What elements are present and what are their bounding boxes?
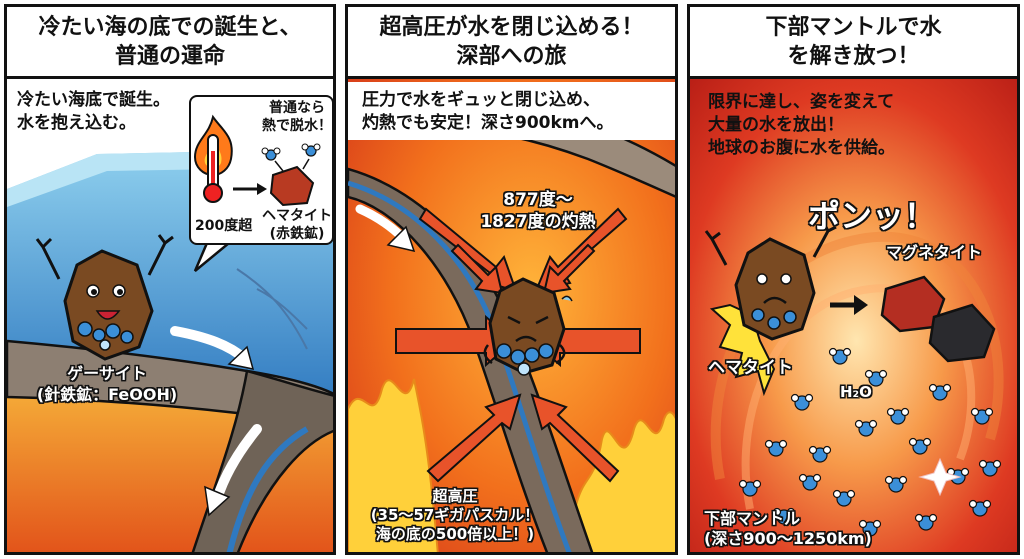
lower-mantle-label-line-1: 下部マントル [704,509,801,528]
squeezed-goethite-character [483,277,573,376]
hematite-label-line-1: ヘマタイト [262,208,332,224]
water-molecule-icon [968,499,992,517]
sink-arrow-1-head [227,345,255,370]
panel-2-title-line-2: 深部への旅 [456,43,567,69]
hematite-label-line-2: (赤鉄鉱) [269,226,325,242]
panel-2-caption-box [348,82,675,140]
pressure-label: 超高圧 (35～57ギガパスカル！ 海の底の500倍以上！) [350,487,560,544]
water-molecule-icon [808,445,832,463]
pressure-label-line-3: 海の底の500倍以上！) [375,525,535,543]
water-formula-label: H₂O [840,383,872,401]
mantle-descent-scene [348,79,675,552]
panel-2-caption-line-1: 圧力で水をギュッと閉じ込め、 [362,90,600,110]
water-molecule-icon [772,507,796,525]
lower-mantle-label: 下部マントル (深さ900～1250km) [704,509,872,549]
panel-3-caption-line-2: 大量の水を放出！ [708,115,844,135]
hematite-result-label: ヘマタイト [708,358,793,378]
panel-2-title-line-1: 超高圧が水を閉じ込める！ [379,14,644,40]
thermometer-icon [203,134,223,203]
panel-2-caption: 圧力で水をギュッと閉じ込め、 灼熱でも安定！深さ900kmへ。 [362,89,614,135]
water-molecule-icon [978,459,1002,477]
goethite-label-line-1: ゲーサイト [67,364,147,383]
water-molecule-icon [790,393,814,411]
panel-1-caption: 冷たい海底で誕生。 水を抱え込む。 [17,89,170,135]
panel-1-title-line-2: 普通の運命 [114,43,225,69]
sink-arrow-2-head [204,485,231,517]
temperature-label: 877度～ 1827度の灼熱 [458,189,618,233]
flames-right [567,411,675,552]
bubble-text-line-1: 普通なら [269,100,325,116]
panel-3-caption-line-3: 地球のお腹に水を供給。 [708,138,895,158]
temperature-label-line-2: 1827度の灼熱 [480,212,596,232]
dehydration-diagram [193,114,321,207]
water-molecule-icon [854,419,878,437]
water-molecules [738,347,1002,537]
goethite-character [35,234,174,361]
sparkle-icon [918,457,962,497]
pressure-label-line-2: (35～57ギガパスカル！ [370,506,540,524]
temperature-label-line-1: 877度～ [503,190,573,210]
sink-arrow-2 [212,424,262,504]
swirl-1 [710,231,1004,480]
pop-sound-effect: ポンッ！ [808,197,937,235]
water-molecule-icon [261,143,321,172]
seafloor-texture [236,268,308,350]
panel-1-caption-line-1: 冷たい海底で誕生。 [17,90,170,110]
panel-3-title: 下部マントルで水 を解き放つ！ [690,7,1017,79]
panel-3-caption: 限界に達し、姿を変えて 大量の水を放出！ 地球のお腹に水を供給。 [708,91,895,160]
flames-left [348,378,439,552]
water-molecule-icon [798,473,822,491]
panel-3-caption-line-1: 限界に達し、姿を変えて [708,92,895,112]
water-molecule-icon [738,479,762,497]
water-molecule-icon [858,519,882,537]
panel-2-title: 超高圧が水を閉じ込める！ 深部への旅 [348,7,675,79]
goethite-label-line-2: (針鉄鉱：FeOOH) [36,385,178,404]
water-molecule-icon [886,407,910,425]
water-molecule-icon [928,383,952,401]
panel-2-illustration [348,79,675,552]
water-molecule-icon [764,439,788,457]
speech-bubble: 普通なら 熱で脱水！ 200度超 ヘマタイト (赤鉄鉱) [189,95,333,245]
water-molecule-icon [914,513,938,531]
panel-3-illustration [690,79,1017,552]
descent-arrow-head [386,225,416,253]
temp-label: 200度超 [195,218,253,234]
water-molecule-icon [864,369,888,387]
goethite-label: ゲーサイト (針鉄鉱：FeOOH) [27,363,187,405]
lower-mantle-scene [690,79,1017,552]
arrow-head-icon [257,183,267,195]
water-molecule-icon [908,437,932,455]
water-molecule-icon [970,407,994,425]
panel-3-title-line-2: を解き放つ！ [787,43,920,69]
panel-journey: 超高圧が水を閉じ込める！ 深部への旅 [345,4,678,555]
swirl-2 [741,284,976,510]
subducting-plate [191,369,333,552]
panel-3-title-line-1: 下部マントルで水 [765,14,942,40]
transform-arrow-head [854,295,868,315]
bubble-text: 普通なら 熱で脱水！ [261,99,333,135]
panel-release: 下部マントルで水 を解き放つ！ [687,4,1020,555]
water-molecule-icon [828,347,852,365]
lower-mantle-label-line-2: (深さ900～1250km) [704,529,872,548]
water-molecule-icon [884,475,908,493]
water-molecule-icon [832,489,856,507]
plate-edge-blue [226,426,309,552]
hematite-rock-icon [269,165,315,207]
releasing-character [704,222,837,341]
magnetite-label: マグネタイト [886,243,983,262]
panel-1-caption-line-2: 水を抱え込む。 [17,113,136,133]
panel-birth: 冷たい海の底での誕生と、 普通の運命 [4,4,336,555]
panel-1-title: 冷たい海の底での誕生と、 普通の運命 [7,7,333,79]
bubble-text-line-2: 熱で脱水！ [262,118,332,134]
hematite-label: ヘマタイト (赤鉄鉱) [261,207,333,243]
panel-1-caption-box [7,82,189,142]
panel-2-caption-line-2: 灼熱でも安定！深さ900kmへ。 [362,113,614,133]
panel-1-title-line-1: 冷たい海の底での誕生と、 [38,14,302,40]
pressure-label-line-1: 超高圧 [432,487,478,505]
magnetite-rock [928,303,996,363]
